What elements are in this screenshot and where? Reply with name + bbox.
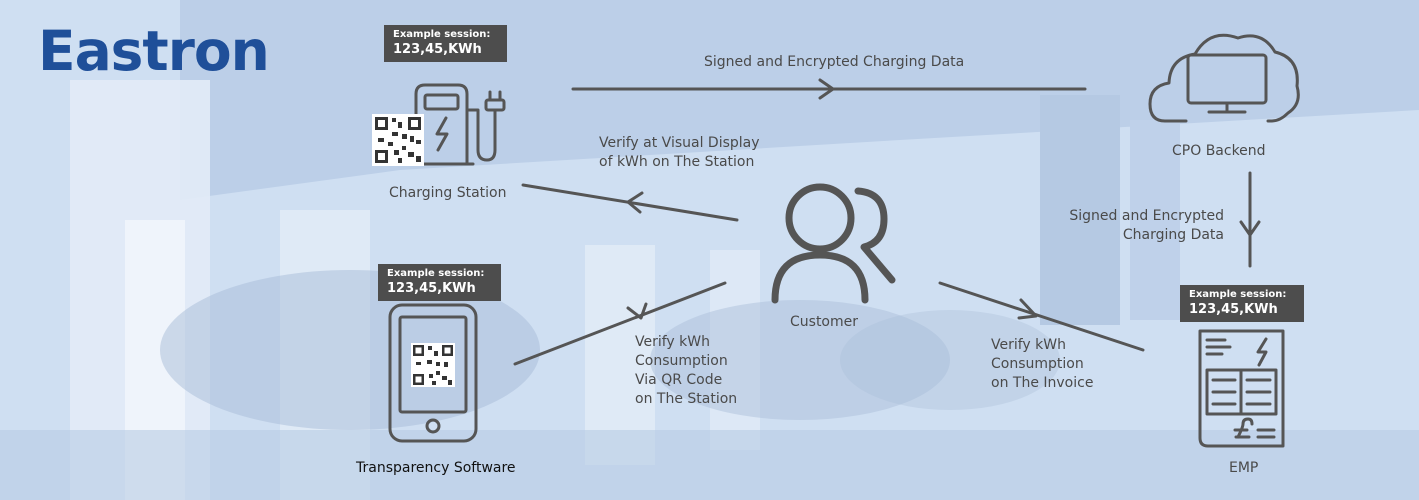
edge-label-line: Consumption <box>635 353 728 369</box>
edge-customer-to-software <box>513 281 727 366</box>
edge-label-line: Via QR Code <box>635 372 723 388</box>
edge-label-line: Consumption <box>991 356 1084 372</box>
node-label-customer: Customer <box>790 314 859 330</box>
session-badge-software: Example session: 123,45,KWh <box>378 264 501 301</box>
edge-label-line: Verify at Visual Display <box>599 135 760 151</box>
edge-customer-to-emp <box>938 281 1145 352</box>
edge-label-verify-qr: Verify kWh Consumption Via QR Code on Th… <box>635 333 737 409</box>
smartphone-icon <box>388 303 478 443</box>
edge-label-line: on The Station <box>635 391 738 407</box>
eastron-logo: Eastron <box>38 19 270 83</box>
arrowhead-customer-to-emp <box>1017 298 1038 320</box>
arrowhead-station-to-cpo <box>818 78 835 100</box>
cloud-monitor-icon <box>1148 33 1300 123</box>
charging-station-icon <box>408 83 506 166</box>
customer-group-icon <box>771 183 896 304</box>
edge-label-line: Verify kWh <box>991 337 1066 353</box>
arrowhead-customer-to-software <box>626 302 648 320</box>
edge-label-line: Signed and Encrypted <box>1069 208 1224 224</box>
badge-value: 123,45,KWh <box>393 42 482 57</box>
edge-label-signed-encrypted-top: Signed and Encrypted Charging Data <box>704 54 965 70</box>
node-label-transparency-software: Transparency Software <box>356 460 516 476</box>
edge-label-line: of kWh on The Station <box>599 154 755 170</box>
node-label-charging-station: Charging Station <box>389 185 507 201</box>
phone-qr-code <box>411 343 455 387</box>
badge-value: 123,45,KWh <box>387 281 476 296</box>
session-badge-station: Example session: 123,45,KWh <box>384 25 507 62</box>
edge-label-signed-encrypted-right: Signed and Encrypted Charging Data <box>1060 207 1224 245</box>
edge-label-line: on The Invoice <box>991 375 1094 391</box>
edge-label-line: Charging Data <box>1122 227 1224 243</box>
node-label-emp: EMP <box>1229 460 1259 476</box>
node-label-cpo-backend: CPO Backend <box>1172 143 1266 159</box>
edge-label-verify-invoice: Verify kWh Consumption on The Invoice <box>991 336 1093 393</box>
session-badge-emp: Example session: 123,45,KWh <box>1180 285 1304 322</box>
arrowhead-cpo-to-emp <box>1239 220 1261 237</box>
badge-title: Example session: <box>393 29 491 40</box>
badge-value: 123,45,KWh <box>1189 302 1278 317</box>
arrowhead-customer-to-station <box>626 191 644 214</box>
badge-title: Example session: <box>1189 289 1287 300</box>
badge-title: Example session: <box>387 268 485 279</box>
qr-code-icon <box>372 114 424 166</box>
edge-label-line: Verify kWh <box>635 334 710 350</box>
edge-label-verify-display: Verify at Visual Display of kWh on The S… <box>599 134 760 172</box>
invoice-icon <box>1198 329 1285 448</box>
